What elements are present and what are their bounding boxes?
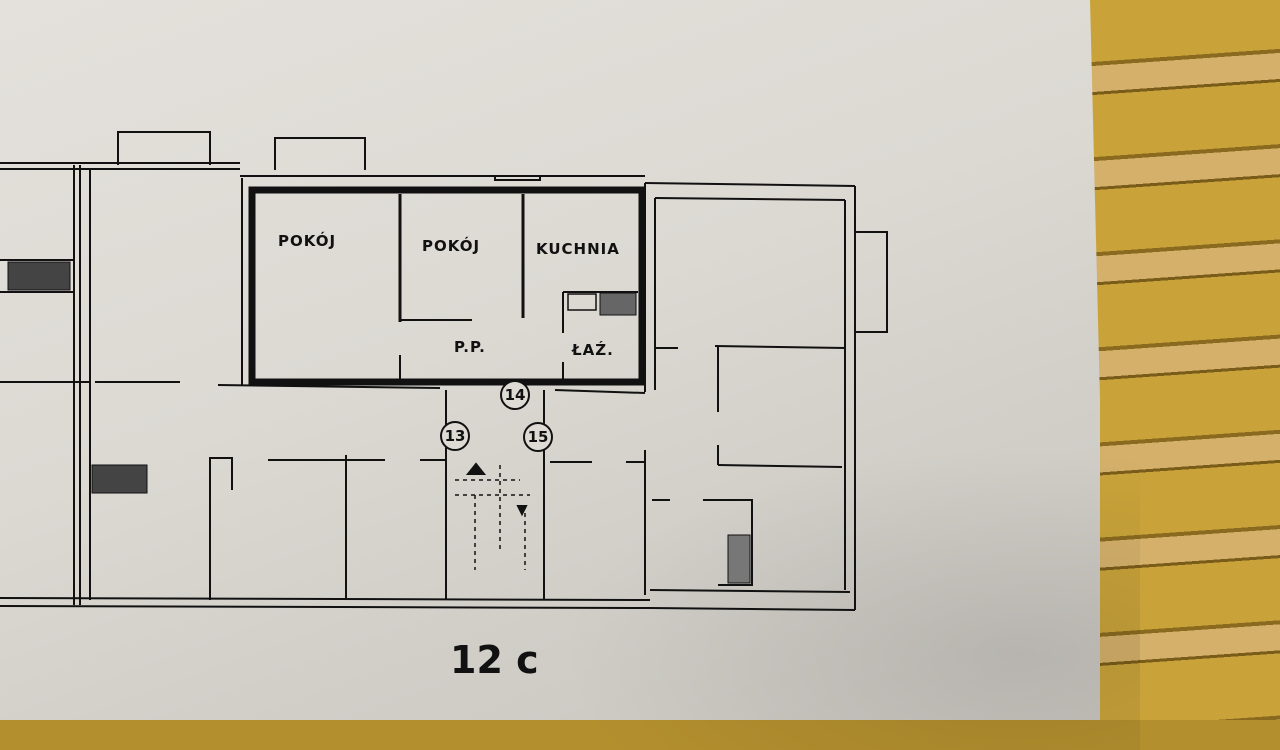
room-label-pokoj-2: POKÓJ [422,237,481,255]
unit-number-13: 13 [440,421,470,451]
drawing-caption: 12 c [450,638,539,682]
room-label-kuchnia: KUCHNIA [536,240,620,258]
floor-plan-drawing [0,131,888,611]
room-label-pokoj-1: POKÓJ [278,232,337,250]
unit-number-14: 14 [500,380,530,410]
room-label-lazienka: ŁAŹ. [572,341,614,359]
background-fabric [1090,0,1280,720]
shadow [520,430,1140,750]
unit-number-15: 15 [523,422,553,452]
room-label-przedpokoj: P.P. [454,338,486,356]
